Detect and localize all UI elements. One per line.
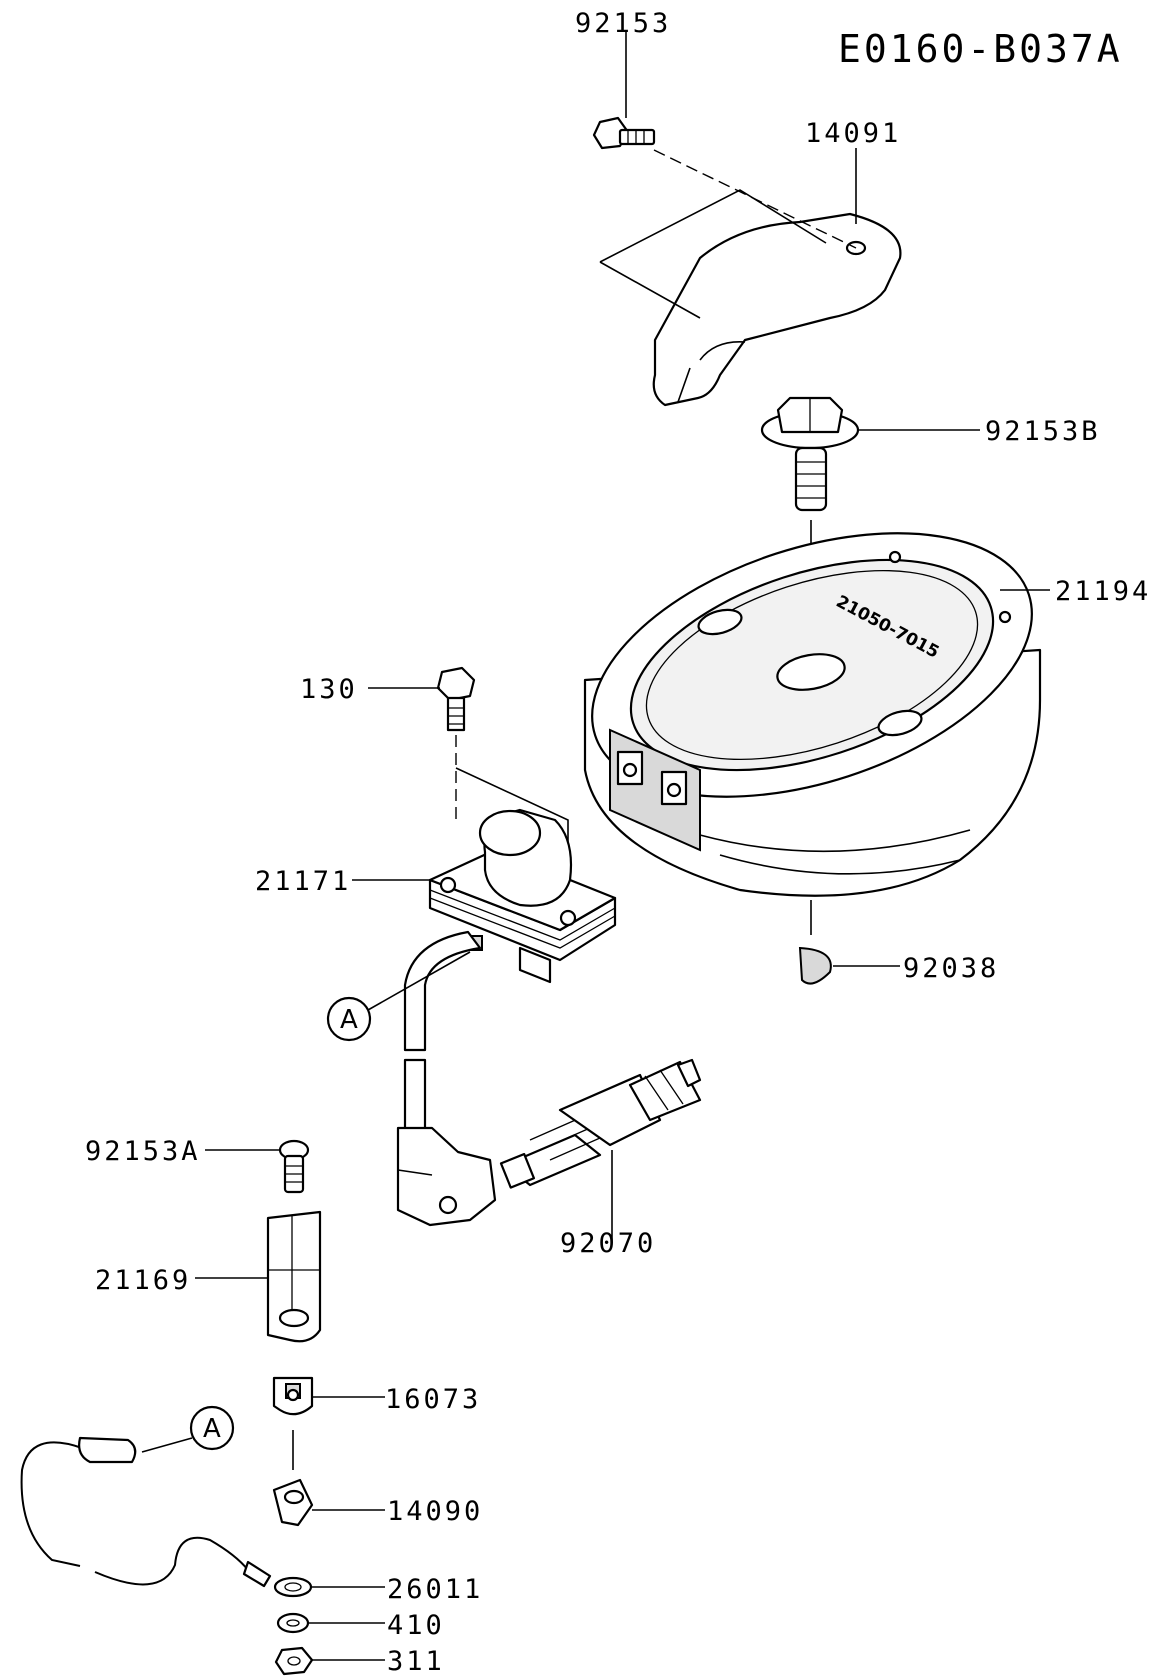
- bolt-92153B: [760, 396, 860, 512]
- label-92153A: 92153A: [85, 1136, 201, 1167]
- spark-plug-92070: [499, 1058, 702, 1189]
- nut-311: [274, 1646, 314, 1676]
- label-92038: 92038: [903, 953, 999, 984]
- bolt-92153A: [278, 1139, 310, 1194]
- washer-410: [276, 1612, 310, 1634]
- ground-wire-26011: [20, 1436, 313, 1598]
- label-21171: 21171: [255, 866, 351, 897]
- label-21194: 21194: [1055, 576, 1151, 607]
- ignition-coil-21171: [428, 808, 617, 984]
- diagram-id: E0160-B037A: [838, 27, 1123, 71]
- label-92153: 92153: [575, 8, 671, 39]
- part-16073: [272, 1376, 314, 1416]
- label-21169: 21169: [95, 1265, 191, 1296]
- bolt-130: [436, 666, 476, 732]
- callout-a-lower: [189, 1405, 235, 1451]
- flywheel-21194: 21050-7015: [583, 532, 1042, 897]
- cover-plate-14091: [652, 212, 902, 407]
- bracket-21169: [266, 1210, 322, 1343]
- callout-a-lower-label: A: [203, 1414, 221, 1444]
- part-14090: [272, 1478, 314, 1527]
- callout-a-upper: [326, 996, 372, 1042]
- label-92070: 92070: [560, 1228, 656, 1259]
- callout-a-upper-label: A: [340, 1005, 358, 1035]
- label-130: 130: [300, 674, 358, 705]
- label-16073: 16073: [385, 1384, 481, 1415]
- label-14091: 14091: [805, 118, 901, 149]
- label-410: 410: [387, 1610, 445, 1641]
- label-26011: 26011: [387, 1574, 483, 1605]
- label-14090: 14090: [387, 1496, 483, 1527]
- key-92038: [798, 946, 832, 985]
- label-92153B: 92153B: [985, 416, 1101, 447]
- label-311: 311: [387, 1646, 445, 1677]
- bolt-92153: [592, 116, 656, 150]
